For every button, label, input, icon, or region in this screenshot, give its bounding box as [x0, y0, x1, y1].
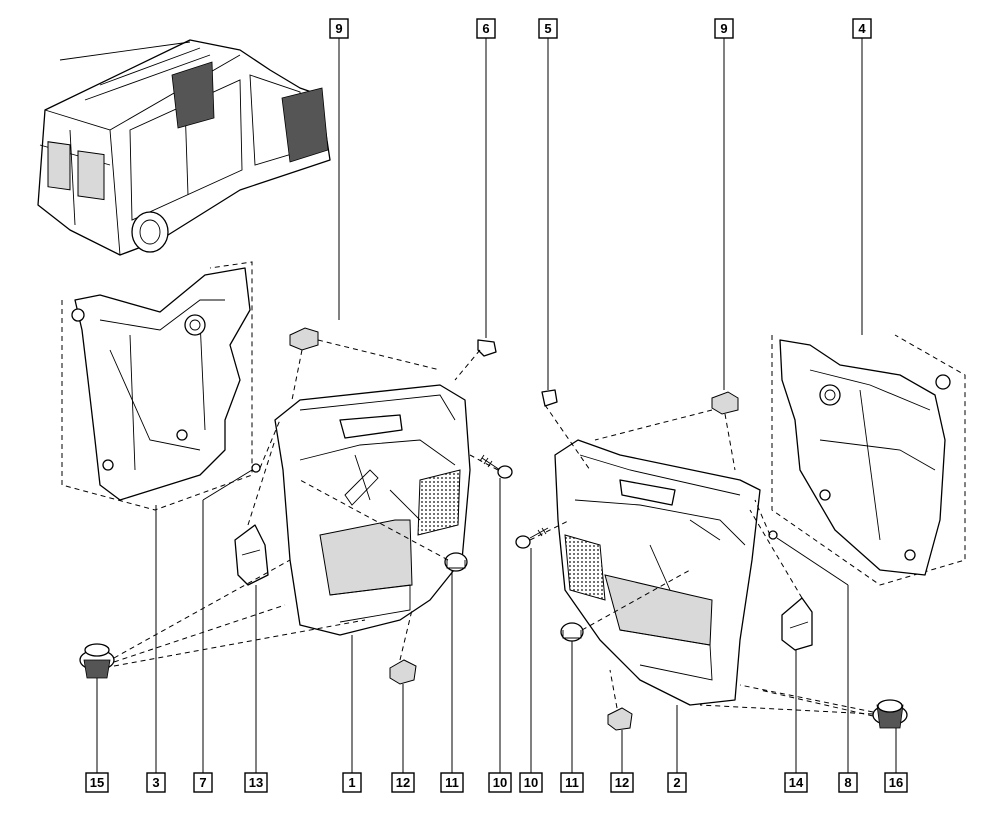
bracket-13: [234, 524, 269, 586]
clip-8: [768, 530, 778, 540]
svg-text:10: 10: [493, 775, 507, 790]
svg-text:6: 6: [482, 21, 489, 36]
svg-text:11: 11: [445, 775, 459, 790]
callout-11-right: 11: [560, 772, 584, 793]
screw-10-right: [515, 527, 549, 549]
clip-5: [541, 389, 558, 407]
callout-3: 3: [146, 772, 166, 793]
clip-9-right: [711, 391, 739, 415]
svg-text:5: 5: [544, 21, 551, 36]
bracket-14: [781, 597, 813, 651]
svg-text:1: 1: [348, 775, 355, 790]
screw-10-left: [479, 454, 513, 479]
leader-lines: [96, 38, 897, 773]
clip-12-right: [607, 707, 633, 731]
callout-14: 14: [784, 772, 808, 793]
svg-text:12: 12: [396, 775, 410, 790]
svg-text:7: 7: [199, 775, 206, 790]
clip-9-left: [289, 327, 319, 351]
window-regulator-right: [771, 334, 966, 586]
plug-11-right: [560, 622, 584, 642]
svg-text:9: 9: [335, 21, 342, 36]
svg-text:3: 3: [152, 775, 159, 790]
svg-text:12: 12: [615, 775, 629, 790]
clip-12-left: [389, 659, 417, 685]
van-illustration: [37, 39, 331, 256]
callout-15: 15: [85, 772, 109, 793]
svg-text:11: 11: [565, 775, 579, 790]
clip-7: [251, 463, 261, 473]
svg-text:8: 8: [844, 775, 851, 790]
callout-9-top-left: 9: [329, 18, 349, 39]
svg-text:10: 10: [524, 775, 538, 790]
callout-9-top-right: 9: [714, 18, 734, 39]
callout-6: 6: [476, 18, 496, 39]
callout-12-left: 12: [391, 772, 415, 793]
fastener-16: [872, 699, 908, 729]
door-panel-right: [554, 439, 761, 706]
callout-10-right: 10: [519, 772, 543, 793]
callout-8: 8: [838, 772, 858, 793]
svg-text:2: 2: [673, 775, 680, 790]
callout-5: 5: [538, 18, 558, 39]
svg-text:4: 4: [858, 21, 866, 36]
callout-4: 4: [852, 18, 872, 39]
callout-12-right: 12: [610, 772, 634, 793]
svg-text:13: 13: [249, 775, 263, 790]
callout-16: 16: [884, 772, 908, 793]
svg-text:9: 9: [720, 21, 727, 36]
callout-13: 13: [244, 772, 268, 793]
svg-text:16: 16: [889, 775, 903, 790]
fastener-15: [79, 643, 115, 679]
window-regulator-left: [61, 261, 253, 511]
plug-11-left: [444, 552, 468, 572]
door-panel-left: [274, 384, 471, 636]
svg-text:15: 15: [90, 775, 104, 790]
callout-7: 7: [193, 772, 213, 793]
clip-6: [477, 339, 497, 357]
callout-2: 2: [667, 772, 687, 793]
callout-10-left: 10: [488, 772, 512, 793]
callout-1: 1: [342, 772, 362, 793]
assembly-lines: [113, 339, 874, 717]
svg-text:14: 14: [789, 775, 804, 790]
callout-11-left: 11: [440, 772, 464, 793]
